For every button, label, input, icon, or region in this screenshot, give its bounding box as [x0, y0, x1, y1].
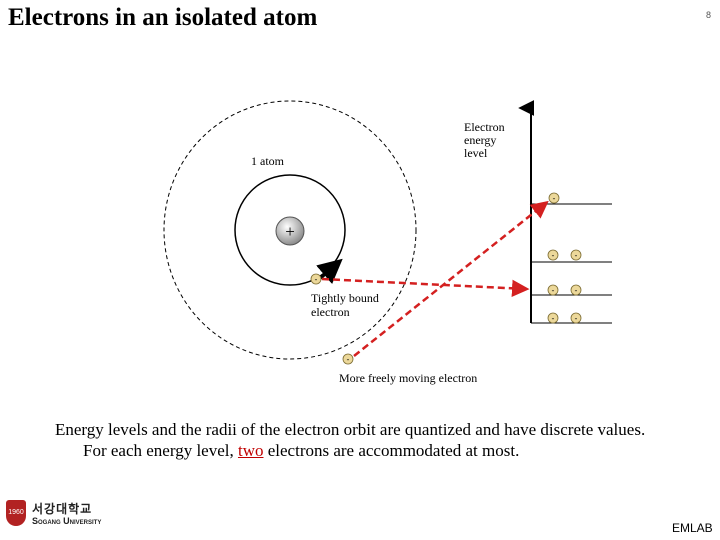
logo-english-name: Sogang University	[32, 516, 102, 526]
energy-label-line3: level	[464, 146, 488, 160]
free-electron-label: More freely moving electron	[339, 371, 477, 385]
nucleus	[275, 216, 305, 246]
energy-axis-label: Electron energy level	[464, 120, 508, 160]
logo-shield-icon: 1960	[6, 500, 26, 526]
logo-korean-name: 서강대학교	[32, 502, 93, 516]
caption-line-2: For each energy level, two electrons are…	[55, 440, 645, 461]
tight-electron-arrow	[321, 277, 530, 298]
university-logo: 1960 서강대학교 Sogang University	[4, 500, 114, 532]
level-electrons	[547, 192, 582, 324]
slide-title: Electrons in an isolated atom	[8, 4, 318, 31]
atom-label: 1 atom	[251, 154, 285, 168]
level-electron	[548, 192, 560, 204]
level-electron	[547, 249, 559, 261]
inner-orbit	[234, 174, 346, 286]
level-electron-sign: -	[553, 194, 556, 203]
caption-line-1: Energy levels and the radii of the elect…	[55, 420, 646, 439]
nucleus-plus-sign: +	[285, 222, 295, 241]
level-electron	[570, 284, 582, 296]
energy-label-line1: Electron	[464, 120, 505, 134]
level-electron-sign: -	[552, 314, 555, 323]
tight-label-line1: Tightly bound	[311, 291, 379, 305]
tight-label-line2: electron	[311, 305, 350, 319]
energy-label-line2: energy	[464, 133, 496, 147]
level-electron	[547, 312, 559, 324]
level-electron-sign: -	[575, 251, 578, 260]
level-electron	[547, 284, 559, 296]
level-electron	[570, 249, 582, 261]
free-electron-arrow	[353, 200, 549, 357]
atom-energy-diagram: + 1 atom - Tightly bound electron - More…	[163, 100, 612, 385]
caption-emphasis: two	[237, 441, 264, 460]
level-electron-sign: -	[575, 314, 578, 323]
caption-line-2-end: electrons are accommodated at most.	[263, 441, 520, 460]
tight-electron-sign: -	[315, 275, 318, 284]
outer-orbit	[163, 100, 417, 360]
velocity-arrow	[316, 258, 343, 285]
caption-line-2-start: For each energy level,	[83, 441, 238, 460]
tight-electron	[310, 273, 322, 285]
free-electron-sign: -	[347, 355, 350, 364]
page-number: 8	[706, 10, 712, 20]
level-electron	[570, 312, 582, 324]
tight-electron-label: Tightly bound electron	[311, 291, 382, 319]
footer-lab-name: EMLAB	[672, 521, 713, 535]
caption: Energy levels and the radii of the elect…	[55, 419, 645, 461]
level-electron-signs: - - - - - - -	[552, 194, 578, 323]
level-electron-sign: -	[575, 286, 578, 295]
free-electron	[342, 353, 354, 365]
level-electron-sign: -	[552, 251, 555, 260]
level-electron-sign: -	[552, 286, 555, 295]
